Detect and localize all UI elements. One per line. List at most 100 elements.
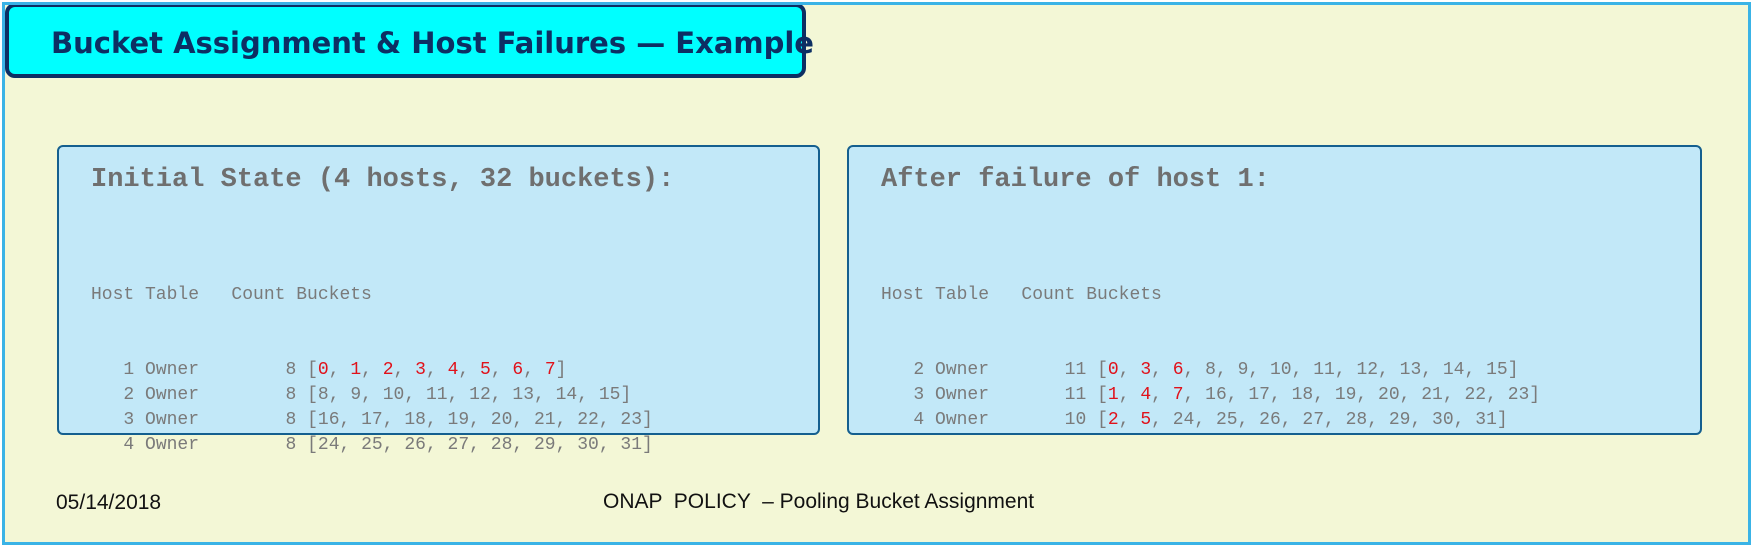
bucket-number: 20 [1378,385,1400,405]
bucket-number: 6 [512,360,524,380]
bucket-number: 23 [1507,385,1530,405]
host-id: 2 [91,385,135,405]
bucket-number: 18 [404,410,426,430]
bucket-number: 25 [1215,410,1238,430]
bucket-number: 30 [1432,410,1454,430]
bucket-number: 31 [1475,410,1497,430]
table-name: Owner [145,385,210,405]
bucket-number: 11 [1313,360,1335,380]
host-id: 2 [881,360,925,380]
initial-state-table: Host Table Count Buckets 1 Owner 8 [0, 1… [91,233,653,458]
bucket-number: 24 [317,435,340,455]
bucket-number: 10 [1270,360,1292,380]
table-header: Host Table Count Buckets [881,285,1162,305]
bucket-list: [1, 4, 7, 16, 17, 18, 19, 20, 21, 22, 23… [1097,385,1541,405]
bucket-number: 29 [533,435,556,455]
bucket-number: 10 [382,385,405,405]
bucket-number: 17 [1248,385,1270,405]
title-box: Bucket Assignment & Host Failures — Exam… [5,5,814,78]
bucket-number: 30 [577,435,599,455]
table-row: 3 Owner 8 [16, 17, 18, 19, 20, 21, 22, 2… [91,408,653,433]
table-row: 2 Owner 8 [8, 9, 10, 11, 12, 13, 14, 15] [91,383,653,408]
bucket-number: 1 [350,360,362,380]
after-failure-table: Host Table Count Buckets 2 Owner 11 [0, … [881,233,1540,433]
bucket-number: 27 [1302,410,1324,430]
bucket-number: 22 [1464,385,1487,405]
bucket-number: 16 [317,410,340,430]
bucket-number: 8 [317,385,329,405]
bucket-number: 19 [1334,385,1357,405]
table-name: Owner [145,360,210,380]
bucket-number: 15 [1486,360,1508,380]
bucket-number: 15 [598,385,621,405]
bucket-number: 4 [1140,385,1152,405]
bucket-list: [16, 17, 18, 19, 20, 21, 22, 23] [307,410,653,430]
bucket-number: 20 [490,410,513,430]
bucket-number: 13 [512,385,534,405]
table-row: 3 Owner 11 [1, 4, 7, 16, 17, 18, 19, 20,… [881,383,1540,408]
bucket-number: 7 [544,360,556,380]
bucket-number: 5 [480,360,491,380]
bucket-number: 28 [490,435,513,455]
bucket-number: 2 [1107,410,1119,430]
bucket-number: 14 [555,385,578,405]
bucket-number: 26 [1259,410,1281,430]
bucket-number: 11 [425,385,448,405]
bucket-number: 2 [382,360,394,380]
initial-state-heading: Initial State (4 hosts, 32 buckets): [91,165,675,195]
bucket-number: 4 [447,360,459,380]
table-name: Owner [145,435,210,455]
bucket-number: 26 [404,435,426,455]
table-row: 4 Owner 10 [2, 5, 24, 25, 26, 27, 28, 29… [881,408,1540,433]
bucket-number: 21 [1421,385,1443,405]
bucket-number: 13 [1399,360,1422,380]
bucket-number: 12 [1356,360,1379,380]
bucket-number: 0 [317,360,329,380]
bucket-number: 25 [361,435,383,455]
table-row: 2 Owner 11 [0, 3, 6, 8, 9, 10, 11, 12, 1… [881,358,1540,383]
host-id: 3 [91,410,135,430]
bucket-list: [24, 25, 26, 27, 28, 29, 30, 31] [307,435,653,455]
bucket-list: [2, 5, 24, 25, 26, 27, 28, 29, 30, 31] [1097,410,1508,430]
bucket-number: 31 [620,435,643,455]
bucket-number: 6 [1172,360,1184,380]
bucket-number: 29 [1388,410,1411,430]
table-name: Owner [935,410,1000,430]
bucket-list: [0, 1, 2, 3, 4, 5, 6, 7] [307,360,567,380]
bucket-number: 17 [361,410,383,430]
after-failure-heading: After failure of host 1: [881,165,1270,195]
table-name: Owner [145,410,210,430]
host-id: 3 [881,385,925,405]
bucket-number: 14 [1442,360,1465,380]
bucket-number: 7 [1172,385,1184,405]
bucket-number: 22 [577,410,599,430]
bucket-count: 8 [209,385,297,405]
bucket-number: 16 [1205,385,1227,405]
bucket-list: [0, 3, 6, 8, 9, 10, 11, 12, 13, 14, 15] [1097,360,1519,380]
bucket-number: 1 [1107,385,1119,405]
footer-date: 05/14/2018 [56,491,162,514]
bucket-number: 27 [447,435,470,455]
bucket-number: 23 [620,410,643,430]
bucket-number: 9 [1237,360,1249,380]
bucket-number: 3 [415,360,426,380]
bucket-number: 5 [1140,410,1152,430]
bucket-count: 8 [209,360,297,380]
bucket-number: 18 [1291,385,1314,405]
bucket-number: 3 [1140,360,1152,380]
bucket-number: 8 [1205,360,1216,380]
bucket-count: 8 [209,435,297,455]
bucket-number: 0 [1107,360,1119,380]
bucket-count: 11 [999,385,1087,405]
table-header: Host Table Count Buckets [91,285,372,305]
bucket-number: 19 [447,410,470,430]
bucket-list: [8, 9, 10, 11, 12, 13, 14, 15] [307,385,632,405]
host-id: 4 [881,410,925,430]
bucket-number: 9 [350,385,362,405]
page-title: Bucket Assignment & Host Failures — Exam… [51,26,814,60]
host-id: 4 [91,435,135,455]
bucket-number: 28 [1345,410,1368,430]
bucket-number: 24 [1172,410,1195,430]
footer-title: ONAP POLICY – Pooling Bucket Assignment [603,490,1035,513]
